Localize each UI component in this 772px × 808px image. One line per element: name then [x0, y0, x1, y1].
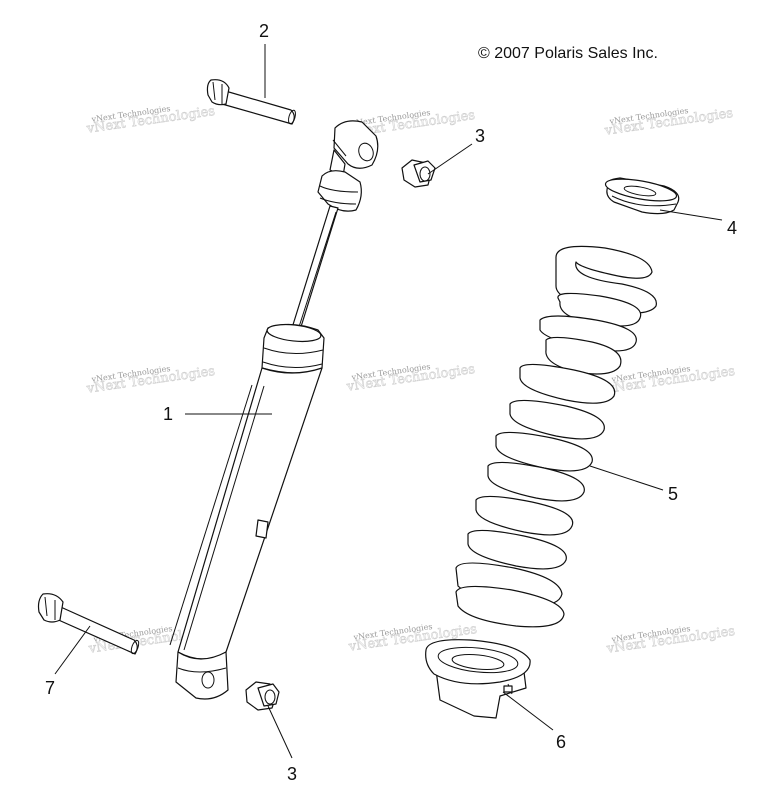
callout-1: 1 [163, 404, 173, 424]
nut-bottom-part-3 [245, 681, 280, 711]
bolt-bottom-part-7 [37, 593, 140, 655]
callout-2: 2 [259, 21, 269, 41]
callout-7: 7 [45, 678, 55, 698]
copyright-text: © 2007 Polaris Sales Inc. [478, 45, 658, 62]
leader-lines [54, 44, 723, 759]
spring-retainer-top-part-4 [604, 177, 680, 215]
callout-3-bottom: 3 [287, 764, 297, 784]
coil-spring-part-5 [455, 245, 657, 628]
callout-5: 5 [668, 484, 678, 504]
bolt-top-part-2 [206, 79, 296, 125]
callout-4: 4 [727, 218, 737, 238]
shock-absorber-part-1 [169, 120, 379, 700]
callout-6: 6 [556, 732, 566, 752]
spring-seat-bottom-part-6 [425, 639, 531, 719]
callout-labels: 2 3 4 1 5 7 6 3 [45, 21, 737, 784]
callout-3-top: 3 [475, 126, 485, 146]
nut-top-part-3 [401, 159, 436, 188]
